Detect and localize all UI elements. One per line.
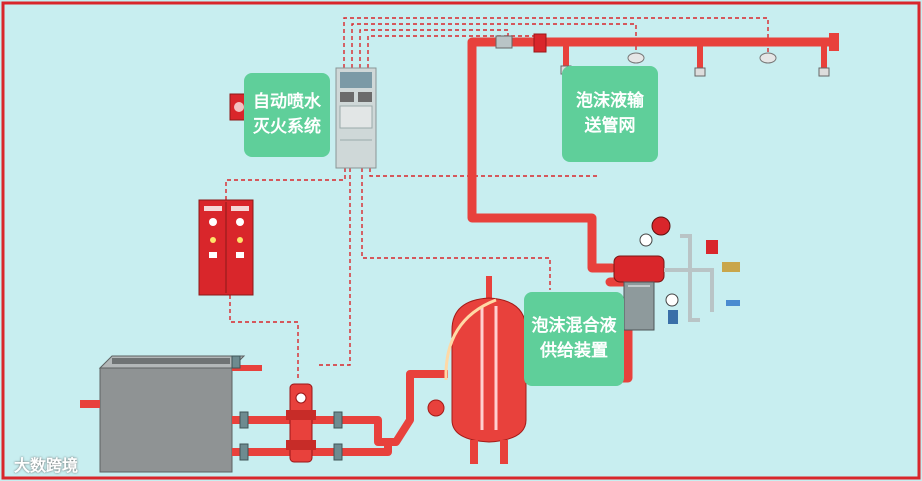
pump-icon <box>286 383 316 463</box>
control-cabinet-icon <box>335 67 377 169</box>
network-valve-icon <box>495 33 547 53</box>
watermark: 大数跨境 <box>14 456 79 475</box>
foam-bladder-tank-icon <box>427 276 527 464</box>
pipe-end-cap <box>829 33 839 51</box>
foam-network-label: 泡沫液输 送管网 <box>562 66 658 162</box>
alarm-bell-icon <box>229 93 249 121</box>
smoke-detector-icon <box>627 52 777 64</box>
pump-control-cabinet-icon <box>198 199 254 296</box>
proportioner-valve-icon <box>613 216 740 331</box>
sprinkler-system-label: 自动喷水 灭火系统 <box>244 73 330 157</box>
foam-supply-label: 泡沫混合液 供给装置 <box>524 292 624 386</box>
water-tank-icon <box>80 355 246 473</box>
signal-wiring <box>225 17 769 380</box>
gate-valve-icon <box>231 355 343 461</box>
